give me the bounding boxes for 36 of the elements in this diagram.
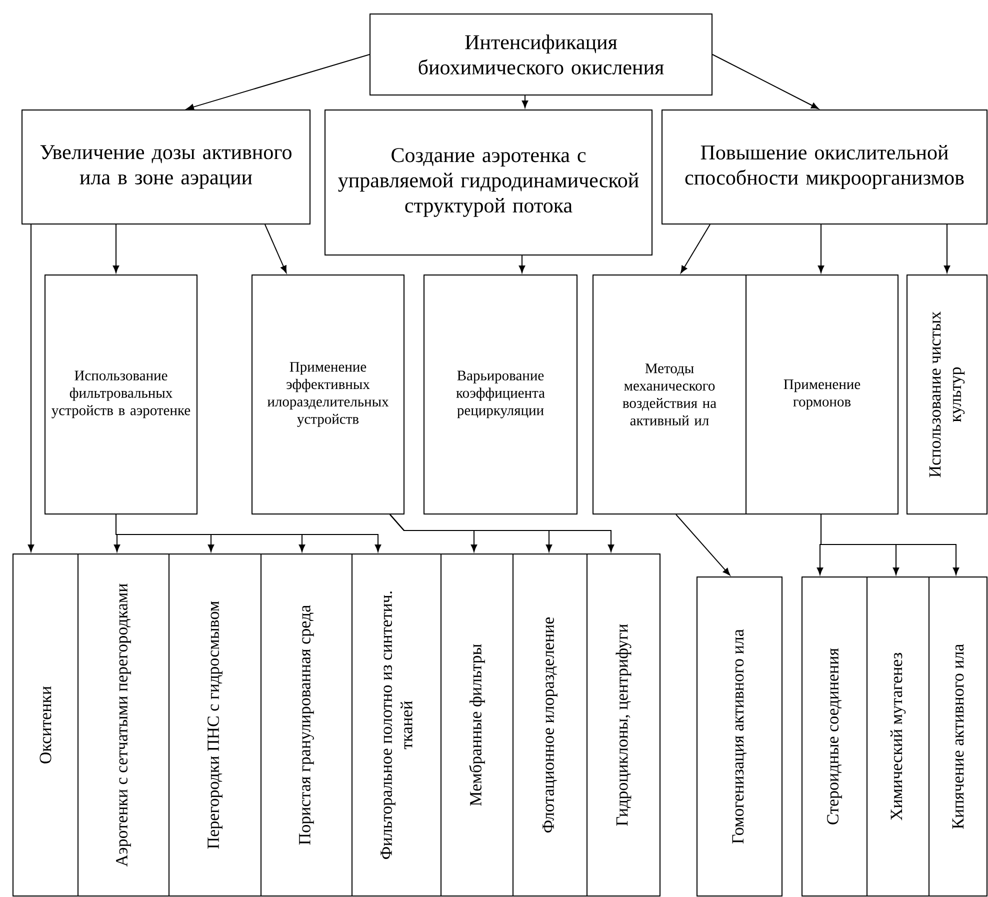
process-box: Повышение окислительной способности микроорганизмов [662,110,988,224]
arrow [116,514,382,552]
arrow [944,224,950,273]
process-box: Аэротенки с сетчатыми перегородками [78,554,170,896]
process-box: Окситенки [12,554,78,896]
process-box: Мембранные фильтры [440,554,514,896]
arrow [522,95,528,108]
process-box: Увеличение дозы активного ила в зоне аэрации [22,110,310,224]
arrow [112,224,120,273]
process-box: Применение гормонов [746,274,898,514]
process-box: Перегородки ПНС с гидросмывом [168,554,262,896]
process-box: Применение эффективных илоразделительных устройств [252,274,404,514]
arrow [518,255,526,273]
arrow [186,54,370,110]
arrow [390,514,614,552]
process-box: Создание аэротенка с управляемой гидродинамической структурой потока [324,110,652,256]
process-box: Гомогенизация активного ила [696,576,782,896]
process-box: Пористая гранулированная среда [260,554,352,896]
process-box: Использование чистых культур [906,274,988,514]
process-box: Варьирование коэффициента рециркуляции [424,274,578,514]
process-box: Химический мутагенез [866,576,930,896]
process-box: Гидроциклоны, центрифуги [586,554,660,896]
arrow [712,54,819,110]
process-box: Флотационное илоразделение [512,554,588,896]
process-box: Методы механического воздействия на активный ил [592,274,746,514]
arrow [264,224,287,274]
process-box: Использование фильтровальных устройств в аэротенке [44,274,198,514]
arrow [820,514,960,576]
process-box: Кипячение активного ила [928,576,988,896]
arrow [28,224,34,552]
process-box: Стероидные соединения [802,576,868,896]
process-box: Интенсификация биохимического окисления [370,14,712,96]
arrow [676,514,730,576]
process-box: Фильторальное полотно из синтетич. тканей [352,554,442,896]
arrow [680,224,710,274]
arrow [818,224,824,273]
